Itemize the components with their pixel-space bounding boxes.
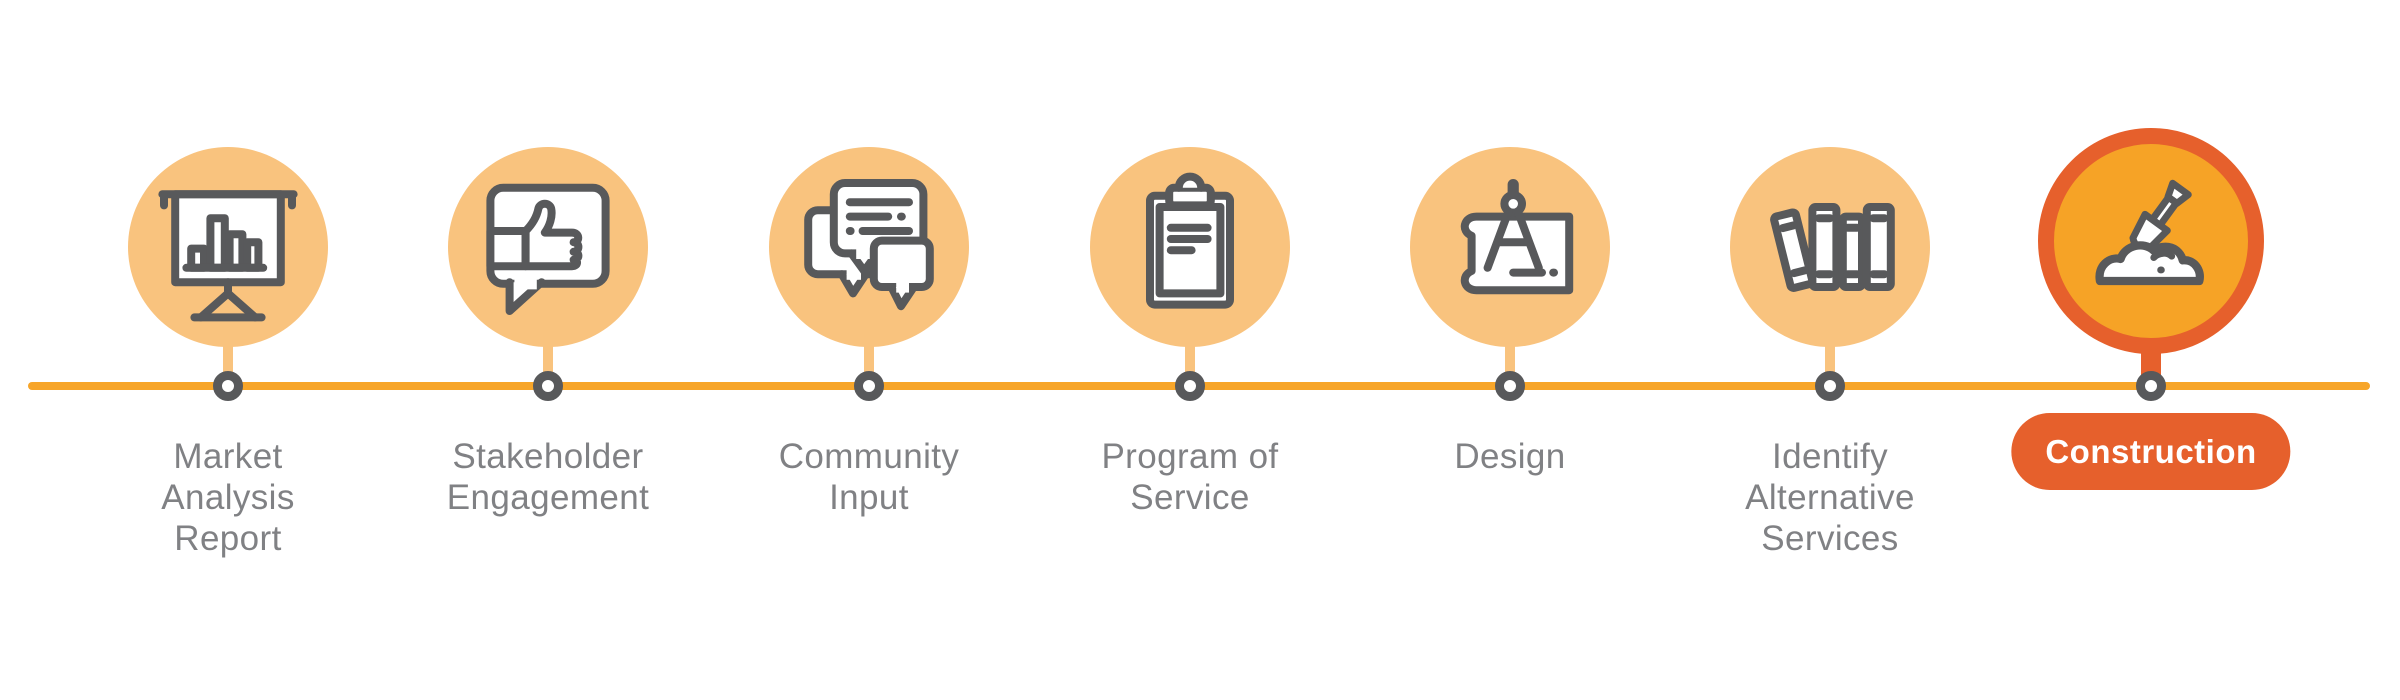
stage-label: Stakeholder Engagement	[446, 437, 650, 517]
timeline-node	[2136, 371, 2166, 401]
chat-bubbles-icon	[804, 179, 934, 311]
stage-label: Community Input	[778, 437, 960, 517]
stage-identify-alternative-services: Identify Alternative Services	[1660, 0, 2000, 700]
blueprint-compass-icon	[1460, 179, 1574, 295]
stage-circle	[1730, 147, 1930, 347]
stage-label: Program of Service	[1101, 437, 1279, 517]
stage-connector	[543, 338, 553, 376]
timeline-node	[1175, 371, 1205, 401]
stage-design: Design	[1340, 0, 1680, 700]
stage-circle	[1090, 147, 1290, 347]
timeline-node	[533, 371, 563, 401]
stage-connector	[864, 338, 874, 376]
stage-circle	[769, 147, 969, 347]
stage-connector	[1185, 338, 1195, 376]
stage-connector	[1505, 338, 1515, 376]
stage-market-analysis-report: Market Analysis Report	[58, 0, 398, 700]
stage-circle	[448, 147, 648, 347]
shovel-dirt-icon	[2095, 179, 2204, 286]
stage-circle	[128, 147, 328, 347]
presentation-bar-chart-icon	[158, 190, 298, 322]
timeline-node	[854, 371, 884, 401]
stage-connector	[223, 338, 233, 376]
timeline-node	[1495, 371, 1525, 401]
stage-program-of-service: Program of Service	[1020, 0, 1360, 700]
construction-pill-label: Construction	[2011, 413, 2291, 490]
timeline-node	[213, 371, 243, 401]
stage-label: Design	[1454, 437, 1566, 476]
timeline-node	[1815, 371, 1845, 401]
thumbs-up-bubble-icon	[486, 183, 610, 315]
books-icon	[1770, 203, 1895, 292]
stage-label: Identify Alternative Services	[1745, 437, 1915, 558]
stage-label: Market Analysis Report	[161, 437, 295, 558]
stage-construction: Construction	[1981, 0, 2321, 700]
stage-circle	[1410, 147, 1610, 347]
stage-stakeholder-engagement: Stakeholder Engagement	[378, 0, 718, 700]
stage-community-input: Community Input	[699, 0, 1039, 700]
stage-connector	[1825, 338, 1835, 376]
stage-circle-highlighted	[2038, 128, 2264, 354]
clipboard-icon	[1146, 172, 1234, 309]
